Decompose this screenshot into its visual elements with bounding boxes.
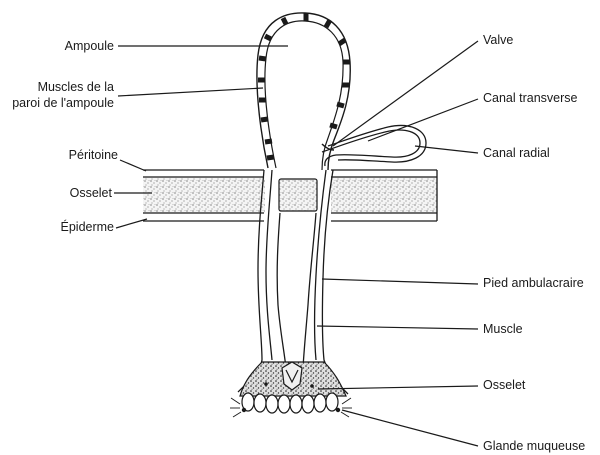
leader-valve xyxy=(332,40,479,147)
leader-canal-transverse xyxy=(367,98,479,142)
label-muscle: Muscle xyxy=(483,322,523,336)
ossicle-layer-right xyxy=(331,177,437,213)
leader-canal-radial xyxy=(414,145,479,154)
label-osselet-right: Osselet xyxy=(483,378,526,392)
ampulla xyxy=(256,12,351,171)
label-canal-radial: Canal radial xyxy=(483,146,550,160)
label-osselet-left: Osselet xyxy=(69,186,112,200)
label-canal-transverse: Canal transverse xyxy=(483,91,578,105)
leader-muscle xyxy=(316,325,479,330)
leader-muscles xyxy=(117,87,264,97)
leader-pied xyxy=(321,278,479,285)
central-ossicle xyxy=(278,178,318,212)
label-valve: Valve xyxy=(483,33,514,47)
label-muscles-line2: paroi de l'ampoule xyxy=(12,96,114,110)
body-wall xyxy=(143,169,438,222)
leader-peritoine xyxy=(119,159,147,172)
label-pied-ambulacraire: Pied ambulacraire xyxy=(483,276,584,290)
label-glande-muqueuse: Glande muqueuse xyxy=(483,439,586,453)
leader-glande xyxy=(341,409,479,447)
leader-lines xyxy=(114,40,479,447)
leader-epiderme xyxy=(115,218,148,229)
ossicle-layer-left xyxy=(143,177,265,213)
label-muscles-line1: Muscles de la xyxy=(37,80,114,94)
canals xyxy=(321,124,427,167)
leader-osselet-right xyxy=(317,385,479,390)
sucker-disc xyxy=(230,361,352,418)
label-peritoine: Péritoine xyxy=(68,148,118,162)
label-epiderme: Épiderme xyxy=(60,220,115,234)
label-ampoule: Ampoule xyxy=(64,39,114,53)
